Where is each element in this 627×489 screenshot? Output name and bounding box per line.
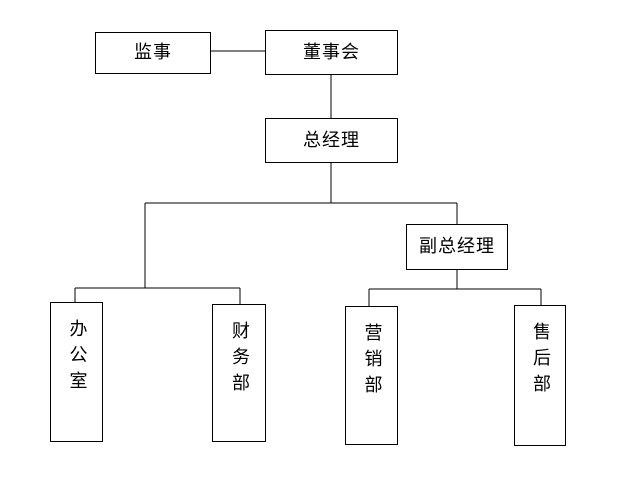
node-board: 董事会 (265, 30, 398, 75)
node-label: 董事会 (303, 41, 360, 63)
node-label: 营销部 (361, 323, 383, 401)
node-deputy-general-manager: 副总经理 (406, 224, 508, 270)
node-office: 办公室 (50, 302, 103, 442)
node-label: 总经理 (303, 129, 360, 151)
node-label: 售后部 (530, 322, 551, 400)
node-general-manager: 总经理 (265, 118, 398, 163)
node-supervisor: 监事 (95, 32, 211, 74)
node-finance: 财务部 (212, 304, 266, 442)
node-label: 副总经理 (419, 236, 495, 257)
node-after-sales: 售后部 (514, 305, 566, 446)
node-label: 财务部 (229, 321, 250, 399)
node-marketing: 营销部 (345, 306, 398, 445)
node-label: 办公室 (66, 319, 88, 397)
node-label: 监事 (134, 42, 172, 63)
